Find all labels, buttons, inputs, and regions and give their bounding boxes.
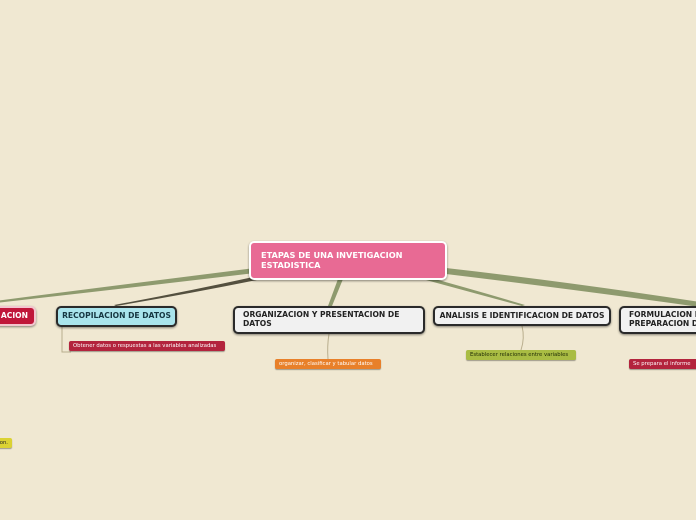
branch-left-partial[interactable]: ACION	[0, 306, 36, 326]
subtopic-formulacion[interactable]: Se prepara el informe	[629, 359, 696, 369]
connector-organizacion	[328, 279, 343, 306]
connector-formulacion	[446, 268, 696, 307]
connector-left	[0, 268, 255, 303]
connector-recopilacion	[114, 276, 262, 306]
subtopic-recopilacion[interactable]: Obtener datos o respuestas a las variabl…	[69, 341, 225, 351]
subtopic-left-partial[interactable]: ion.	[0, 438, 12, 448]
subtopic-organizacion[interactable]: organizar, clasificar y tabular datos	[275, 359, 381, 369]
central-topic-label: ETAPAS DE UNA INVETIGACION ESTADISTICA	[261, 250, 403, 270]
branch-organizacion-label: ORGANIZACION Y PRESENTACION DE DATOS	[243, 310, 400, 328]
branch-recopilacion[interactable]: RECOPILACION DE DATOS	[56, 306, 177, 327]
central-topic[interactable]: ETAPAS DE UNA INVETIGACION ESTADISTICA	[249, 241, 447, 280]
branch-left-partial-label: ACION	[0, 310, 28, 320]
branch-formulacion[interactable]: FORMULACION DE PREPARACION DE	[619, 306, 696, 334]
branch-analisis[interactable]: ANALISIS E IDENTIFICACION DE DATOS	[433, 306, 611, 326]
branch-organizacion[interactable]: ORGANIZACION Y PRESENTACION DE DATOS	[233, 306, 425, 334]
connector-analisis	[415, 275, 525, 306]
branch-analisis-label: ANALISIS E IDENTIFICACION DE DATOS	[439, 310, 605, 320]
subtopic-analisis[interactable]: Establecer relaciones entre variables	[466, 350, 576, 360]
connector-sub-recopilacion	[61, 327, 71, 353]
branch-formulacion-label: FORMULACION DE PREPARACION DE	[629, 310, 696, 328]
connector-sub-organizacion	[327, 333, 330, 360]
connector-sub-analisis	[520, 325, 524, 351]
branch-recopilacion-label: RECOPILACION DE DATOS	[62, 311, 171, 321]
